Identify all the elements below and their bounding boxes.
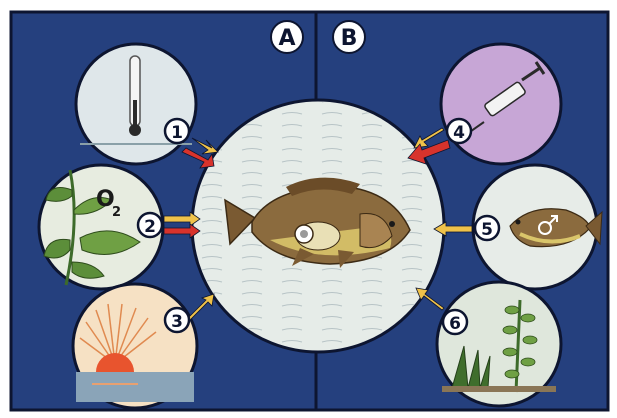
factor-circle-temperature — [76, 44, 196, 164]
water-horizon — [76, 372, 194, 402]
marker-1-label: 1 — [171, 123, 183, 143]
marker-6: 6 — [443, 310, 467, 334]
factor-circle-plants — [437, 282, 561, 406]
marker-1: 1 — [165, 119, 189, 143]
thermometer-icon — [129, 56, 141, 136]
panel-label-b: B — [333, 21, 365, 53]
factor-circle-light — [73, 284, 197, 408]
panel-label-a: A — [271, 21, 303, 53]
panel-label-a-text: A — [278, 26, 295, 51]
marker-5-label: 5 — [481, 220, 493, 240]
marker-5: 5 — [475, 216, 499, 240]
marker-2-label: 2 — [144, 217, 156, 237]
marker-3: 3 — [165, 308, 189, 332]
central-fish-circle — [192, 100, 444, 352]
oxygen-subscript: 2 — [112, 205, 121, 220]
marker-4: 4 — [447, 119, 471, 143]
marker-2: 2 — [138, 213, 162, 237]
marker-3-label: 3 — [171, 312, 183, 332]
panel-label-b-text: B — [341, 26, 358, 51]
factor-circle-injection — [441, 44, 561, 164]
marker-6-label: 6 — [449, 314, 461, 334]
marker-4-label: 4 — [453, 123, 465, 143]
